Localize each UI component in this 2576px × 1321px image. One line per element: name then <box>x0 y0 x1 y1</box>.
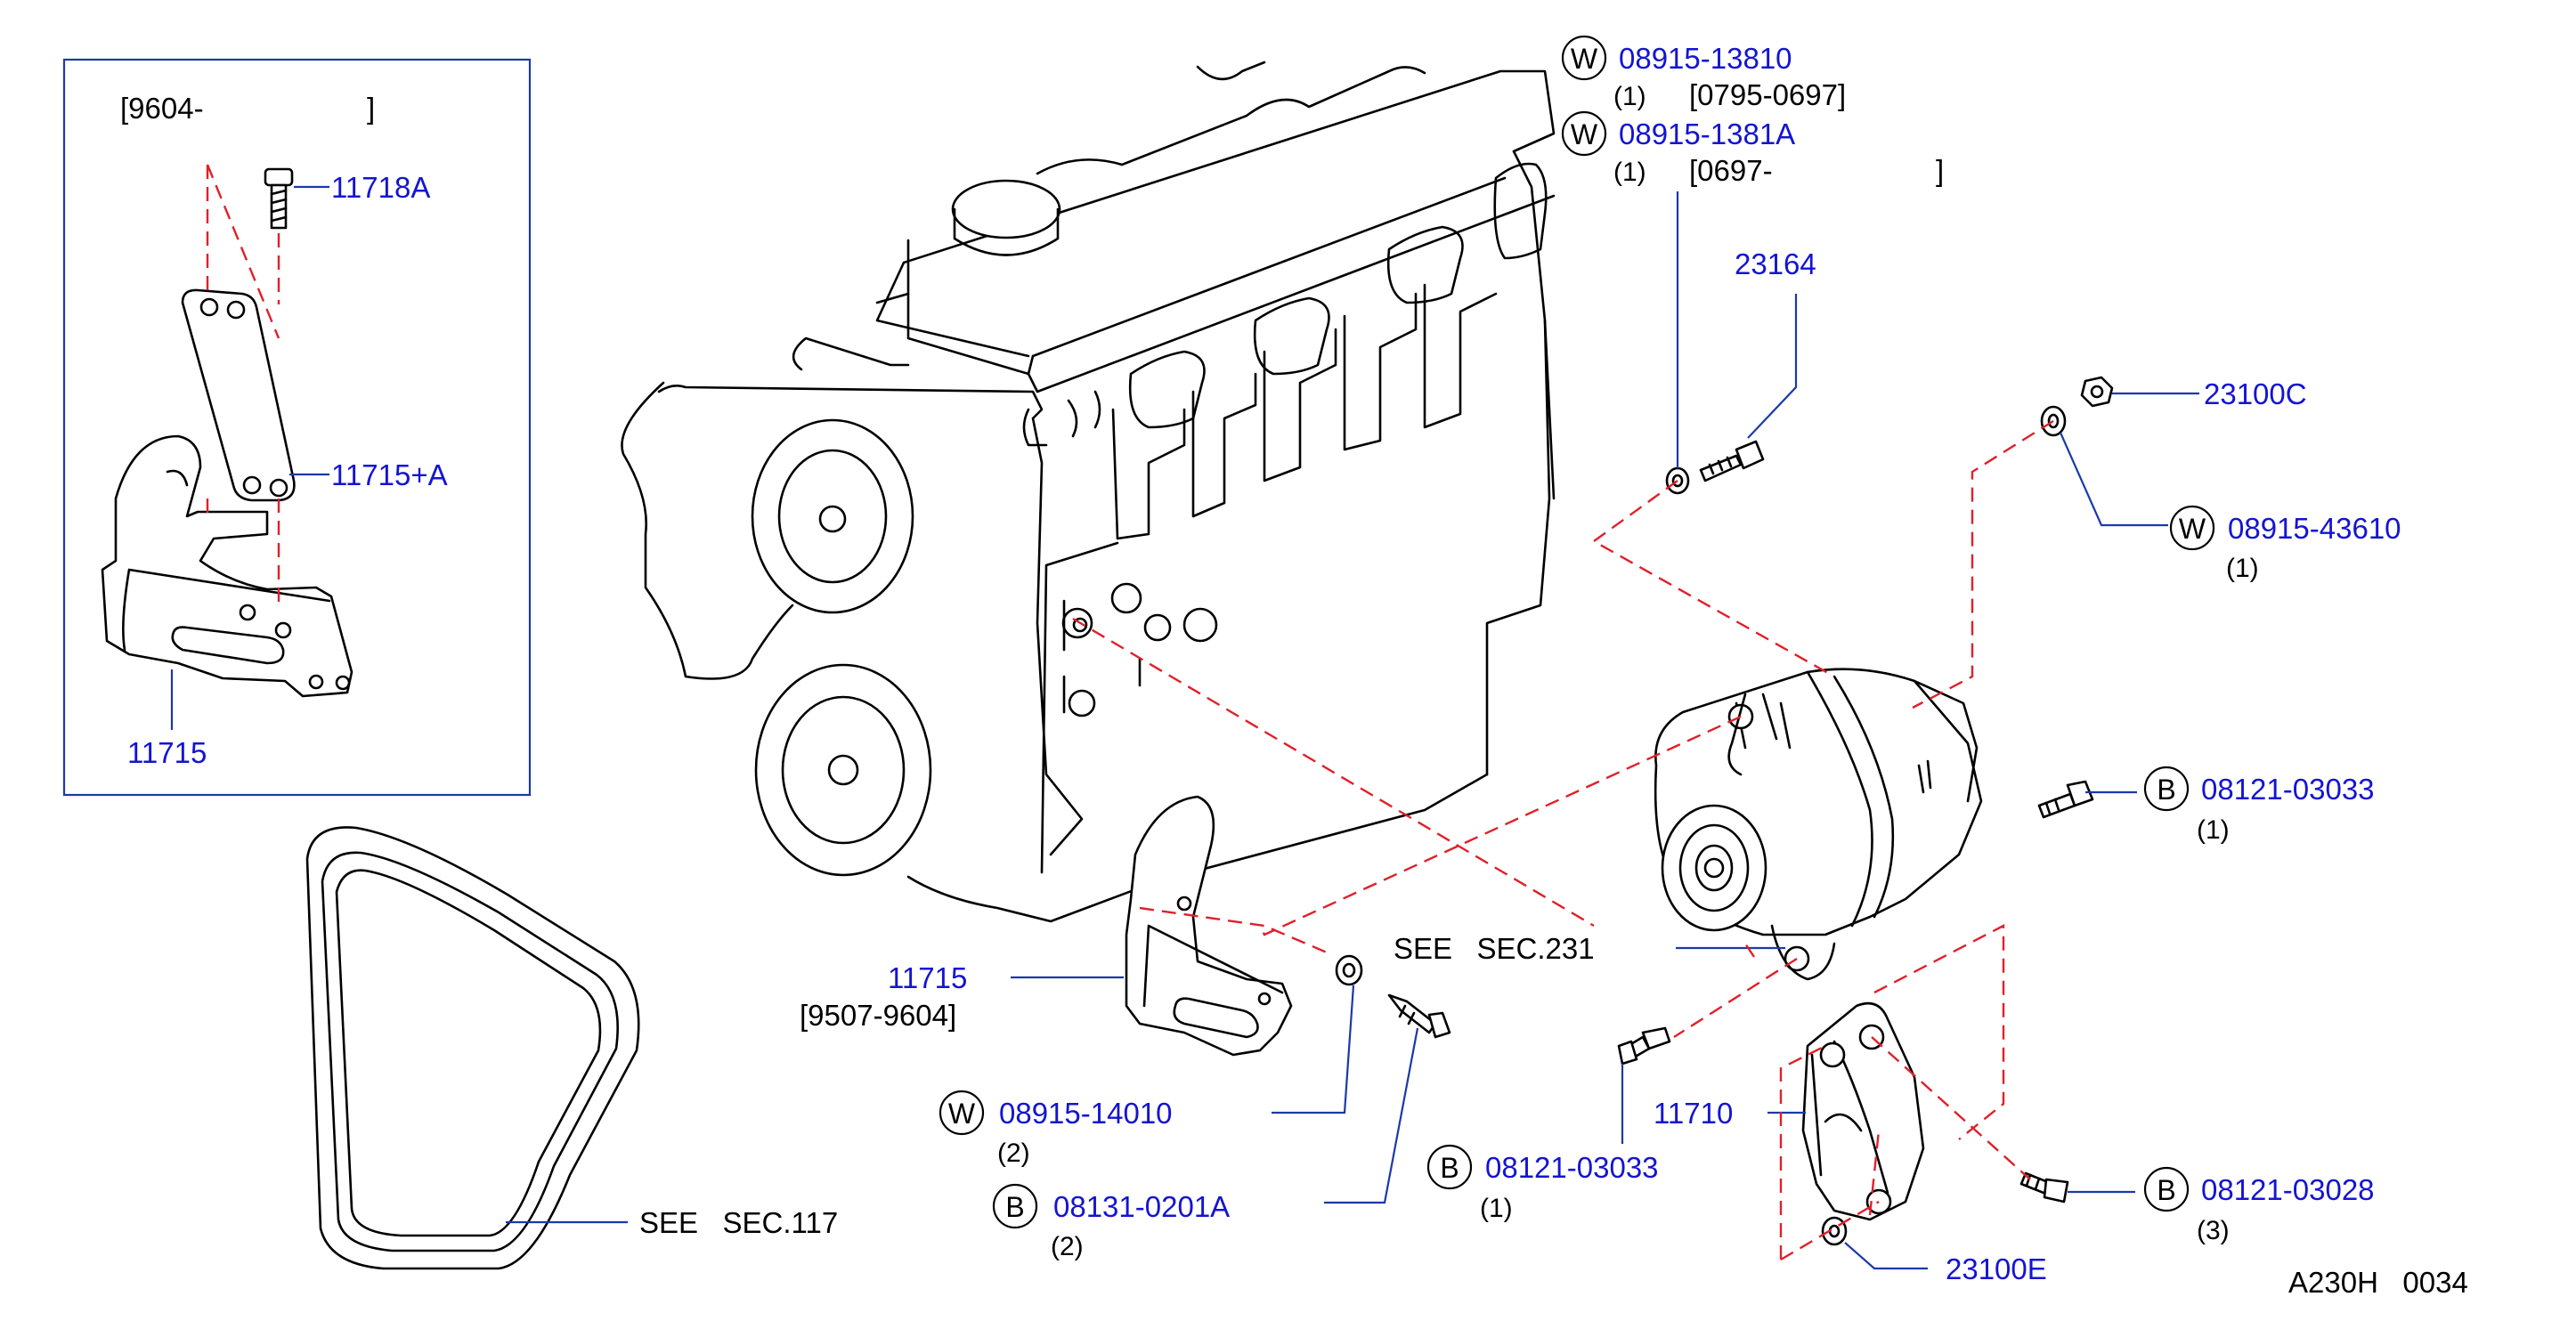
part-23100C[interactable]: 23100C <box>2204 377 2307 410</box>
qty-03028: (3) <box>2197 1216 2230 1245</box>
v-belt-icon <box>305 826 640 1270</box>
qty-1381A: (1) <box>1613 158 1646 187</box>
see-sec-117[interactable]: SEE SEC.117 <box>639 1206 838 1239</box>
bolt-right-03033-icon <box>2037 780 2094 819</box>
symbol-w-1: W <box>1571 43 1598 75</box>
leader-23100E <box>1844 1242 1928 1270</box>
qty-0201A: (2) <box>1051 1232 1084 1261</box>
bolt-0201A-icon <box>1387 993 1451 1039</box>
leader-23164 <box>1747 294 1798 439</box>
symbol-w-43610: W <box>2179 513 2206 545</box>
qty-lower-03033: (1) <box>1480 1194 1513 1223</box>
leader-43610 <box>2059 432 2168 527</box>
symbol-w-icon <box>939 1090 985 1136</box>
part-08121-03033-right[interactable]: 08121-03033 <box>2201 773 2375 806</box>
symbol-b-icon <box>992 1183 1038 1229</box>
alternator-icon <box>1654 668 1983 981</box>
part-23164[interactable]: 23164 <box>1735 247 1816 280</box>
inset-box <box>62 58 532 797</box>
leader-14010 <box>1272 985 1355 1114</box>
part-11715A[interactable]: 11715+A <box>331 458 448 491</box>
washer-14010-icon <box>1335 954 1363 986</box>
range-13810: [0795-0697] <box>1689 78 1846 111</box>
part-11710[interactable]: 11710 <box>1654 1097 1733 1130</box>
bolt-lower-03033-icon <box>1617 1026 1671 1066</box>
part-08915-1381A[interactable]: 08915-1381A <box>1619 118 1795 150</box>
washer-23100E-icon <box>1821 1216 1848 1246</box>
qty-right-03033: (1) <box>2197 815 2230 845</box>
alt-bracket-11710-icon <box>1801 1001 1925 1221</box>
inset-bracket-11715-icon <box>101 434 353 698</box>
symbol-b-lower: B <box>1440 1152 1459 1184</box>
part-08131-0201A[interactable]: 08131-0201A <box>1053 1190 1230 1223</box>
symbol-w-2: W <box>1571 118 1598 150</box>
symbol-w-icon <box>1561 35 1607 81</box>
range-1381A: [0697- ] <box>1689 154 1944 187</box>
main-bracket-11715-icon <box>1125 795 1293 1057</box>
symbol-b-right: B <box>2157 774 2175 806</box>
symbol-w-icon <box>2169 505 2215 551</box>
bolt-23164-icon <box>1699 440 1765 482</box>
symbol-w-14010: W <box>948 1098 976 1130</box>
range-main-11715: [9507-9604] <box>800 999 956 1032</box>
qty-13810: (1) <box>1613 82 1646 111</box>
dash-lines-main <box>1072 419 2054 1261</box>
qty-43610: (1) <box>2226 554 2259 583</box>
part-08915-43610[interactable]: 08915-43610 <box>2228 512 2401 545</box>
part-23100E[interactable]: 23100E <box>1946 1252 2047 1285</box>
inset-plate-11715A-icon <box>181 288 296 502</box>
symbol-b-icon <box>2143 766 2190 812</box>
inset-range-label: [9604- ] <box>120 92 375 125</box>
part-08915-14010[interactable]: 08915-14010 <box>999 1097 1173 1130</box>
part-inset-11715[interactable]: 11715 <box>127 736 207 769</box>
part-main-11715[interactable]: 11715 <box>888 961 967 994</box>
inset-dash-lines <box>206 164 280 605</box>
inset-bolt-11718A-icon <box>264 167 294 230</box>
qty-14010: (2) <box>997 1139 1030 1168</box>
symbol-b-icon <box>2143 1166 2190 1212</box>
engine-block-icon <box>621 61 1556 923</box>
symbol-b-0201A: B <box>1005 1191 1024 1223</box>
part-11718A[interactable]: 11718A <box>331 171 430 204</box>
symbol-b-icon <box>1426 1144 1473 1190</box>
see-sec-231[interactable]: SEE SEC.231 <box>1394 932 1595 965</box>
part-08121-03028[interactable]: 08121-03028 <box>2201 1173 2375 1206</box>
symbol-w-icon <box>1561 110 1607 157</box>
figure-code: A230H 0034 <box>2288 1266 2468 1299</box>
part-08915-13810[interactable]: 08915-13810 <box>1619 42 1792 75</box>
leader-0201A <box>1324 1027 1419 1204</box>
nut-23100C-icon <box>2080 376 2114 408</box>
symbol-b-03028: B <box>2157 1174 2175 1206</box>
part-08121-03033-lower[interactable]: 08121-03033 <box>1485 1151 1659 1184</box>
